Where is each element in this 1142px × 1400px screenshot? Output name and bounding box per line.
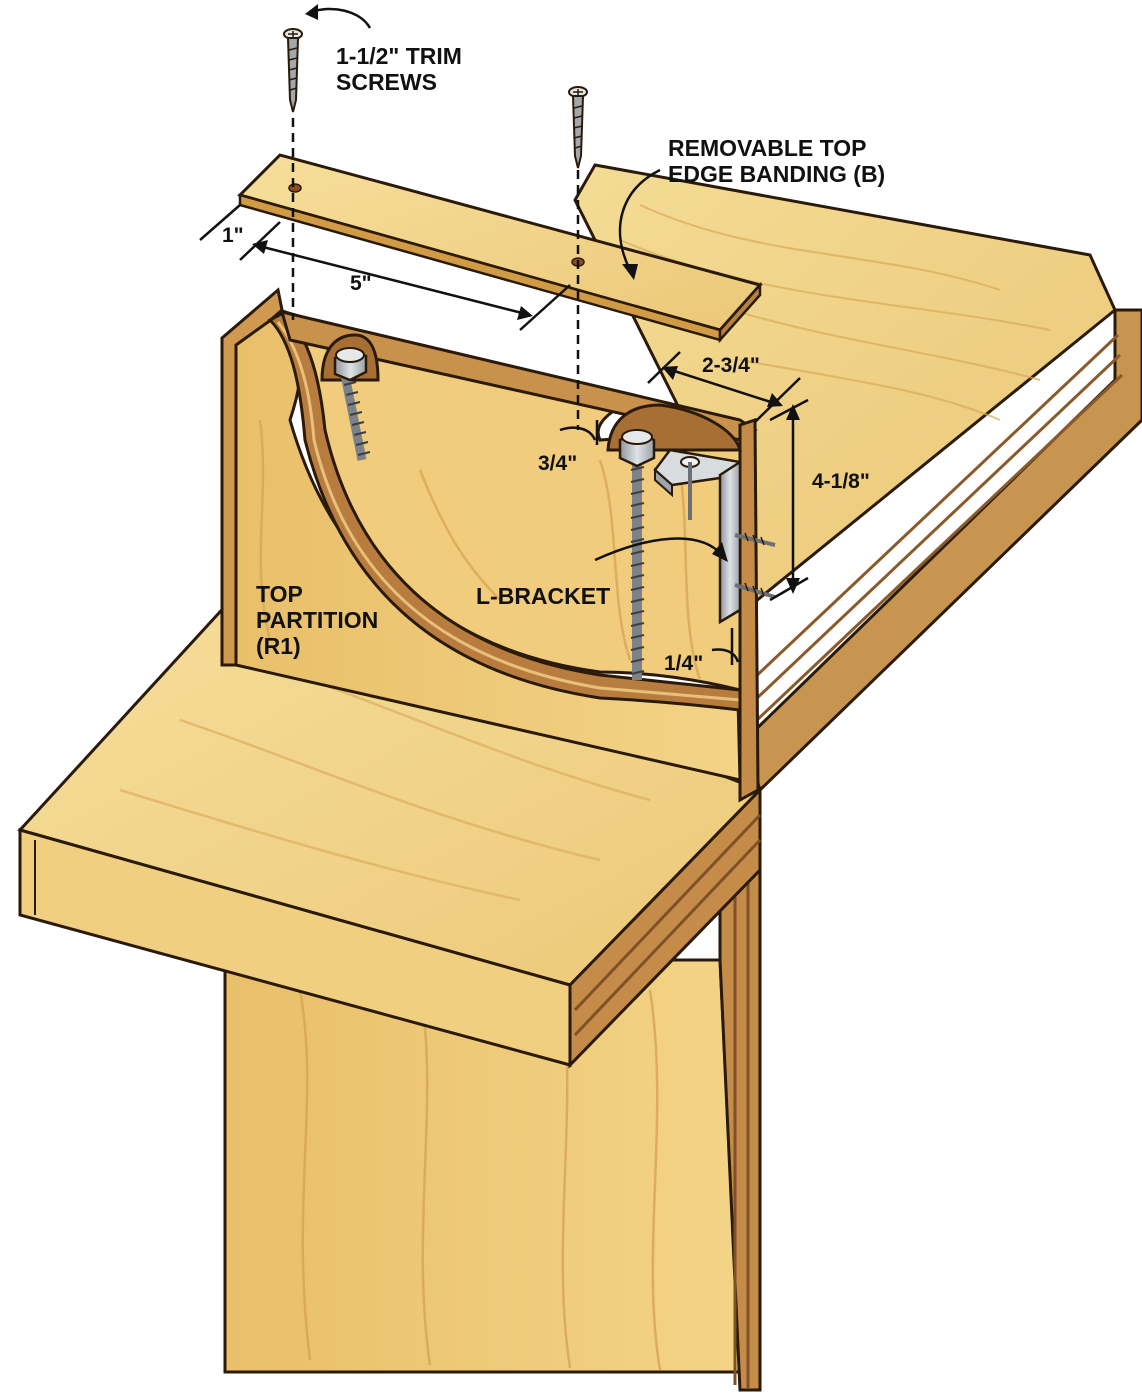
dim-bracket-height: 4-1/8": [812, 470, 870, 493]
shelf: [17, 588, 763, 1069]
trim-screw-right: [568, 86, 588, 169]
top-partition-r1: [220, 287, 760, 803]
edge-banding-label-line2: EDGE BANDING (B): [668, 160, 886, 187]
top-partition-label-line3: (R1): [256, 632, 301, 659]
trim-screw-left: [283, 28, 303, 113]
l-bracket: [653, 448, 776, 625]
top-partition-label-line1: TOP: [256, 581, 303, 607]
top-partition-label: TOP PARTITION (R1): [256, 581, 379, 659]
dim-screw-inset: 1": [222, 224, 244, 247]
dim-bracket-gap: 1/4": [664, 652, 704, 675]
threaded-rod-right: [618, 429, 656, 680]
lower-partition: [223, 788, 762, 1392]
dim-banding-depth: 3/4": [538, 452, 578, 475]
l-bracket-label: L-BRACKET: [476, 583, 611, 609]
trim-screws-label-line2: SCREWS: [336, 68, 437, 95]
top-partition-label-line2: PARTITION: [256, 606, 379, 633]
trim-screws-label-line1: 1-1/2" TRIM: [336, 43, 462, 69]
threaded-rod-left: [333, 347, 371, 461]
dimension-lines: [199, 204, 809, 665]
edge-banding-b: [237, 153, 763, 344]
trim-screws-label: 1-1/2" TRIM SCREWS: [336, 43, 462, 96]
dim-bracket-width: 2-3/4": [702, 354, 760, 377]
edge-banding-label-line1: REMOVABLE TOP: [668, 135, 867, 161]
dim-screw-spacing: 5": [350, 272, 372, 295]
edge-banding-label: REMOVABLE TOP EDGE BANDING (B): [668, 135, 886, 188]
callout-arrows: [305, 4, 728, 562]
